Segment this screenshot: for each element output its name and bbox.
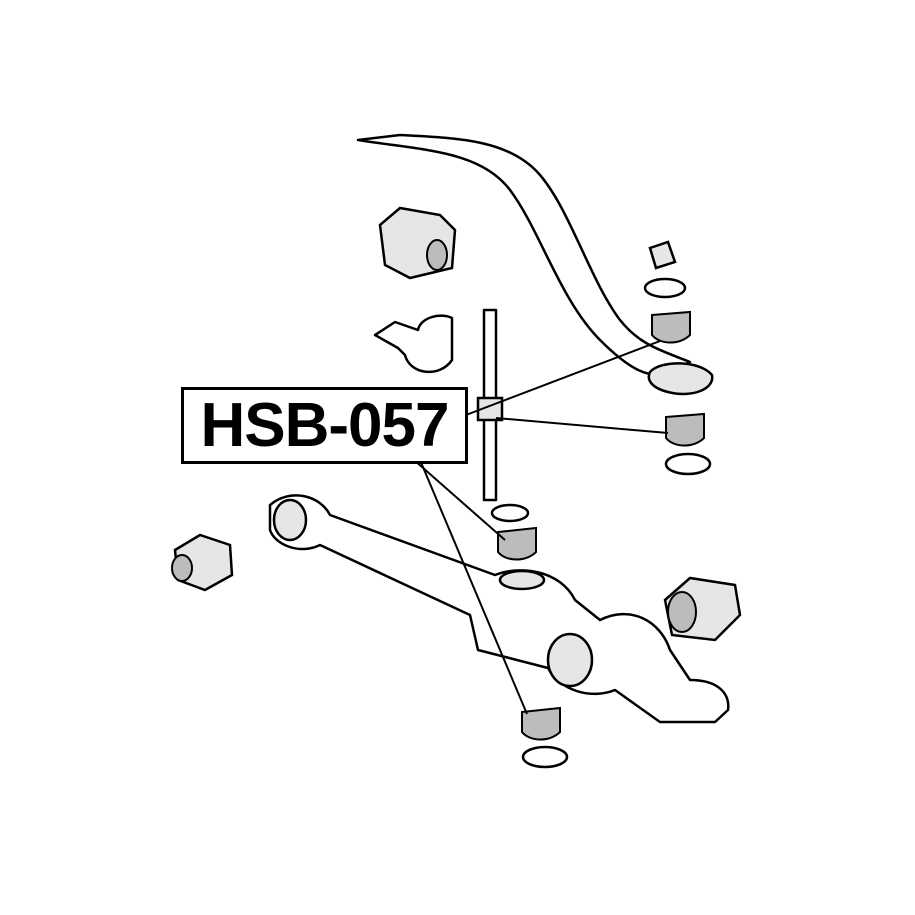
bushing-hole	[426, 239, 448, 271]
arm-bore	[546, 632, 594, 688]
leader-line	[495, 417, 669, 434]
washer	[664, 452, 712, 476]
arm-front-eye	[272, 498, 308, 542]
bushing-middle	[497, 526, 537, 561]
arm-mount	[498, 569, 546, 591]
bushing-bottom	[521, 706, 561, 741]
bushing-upper-right	[651, 310, 691, 344]
washer	[521, 745, 569, 769]
bushing-hole	[171, 554, 193, 582]
leader-line	[465, 340, 661, 416]
bushing-lower-right	[665, 412, 705, 447]
leader-line	[419, 459, 528, 715]
lower-control-arm	[268, 494, 730, 724]
washer	[490, 503, 530, 523]
leader-line	[413, 459, 506, 541]
bar-end	[647, 362, 714, 396]
bushing-hole	[667, 591, 697, 633]
washer	[643, 277, 687, 299]
bushing-bracket	[373, 314, 454, 374]
part-number-label: HSB-057	[181, 387, 468, 464]
nut	[648, 240, 677, 270]
